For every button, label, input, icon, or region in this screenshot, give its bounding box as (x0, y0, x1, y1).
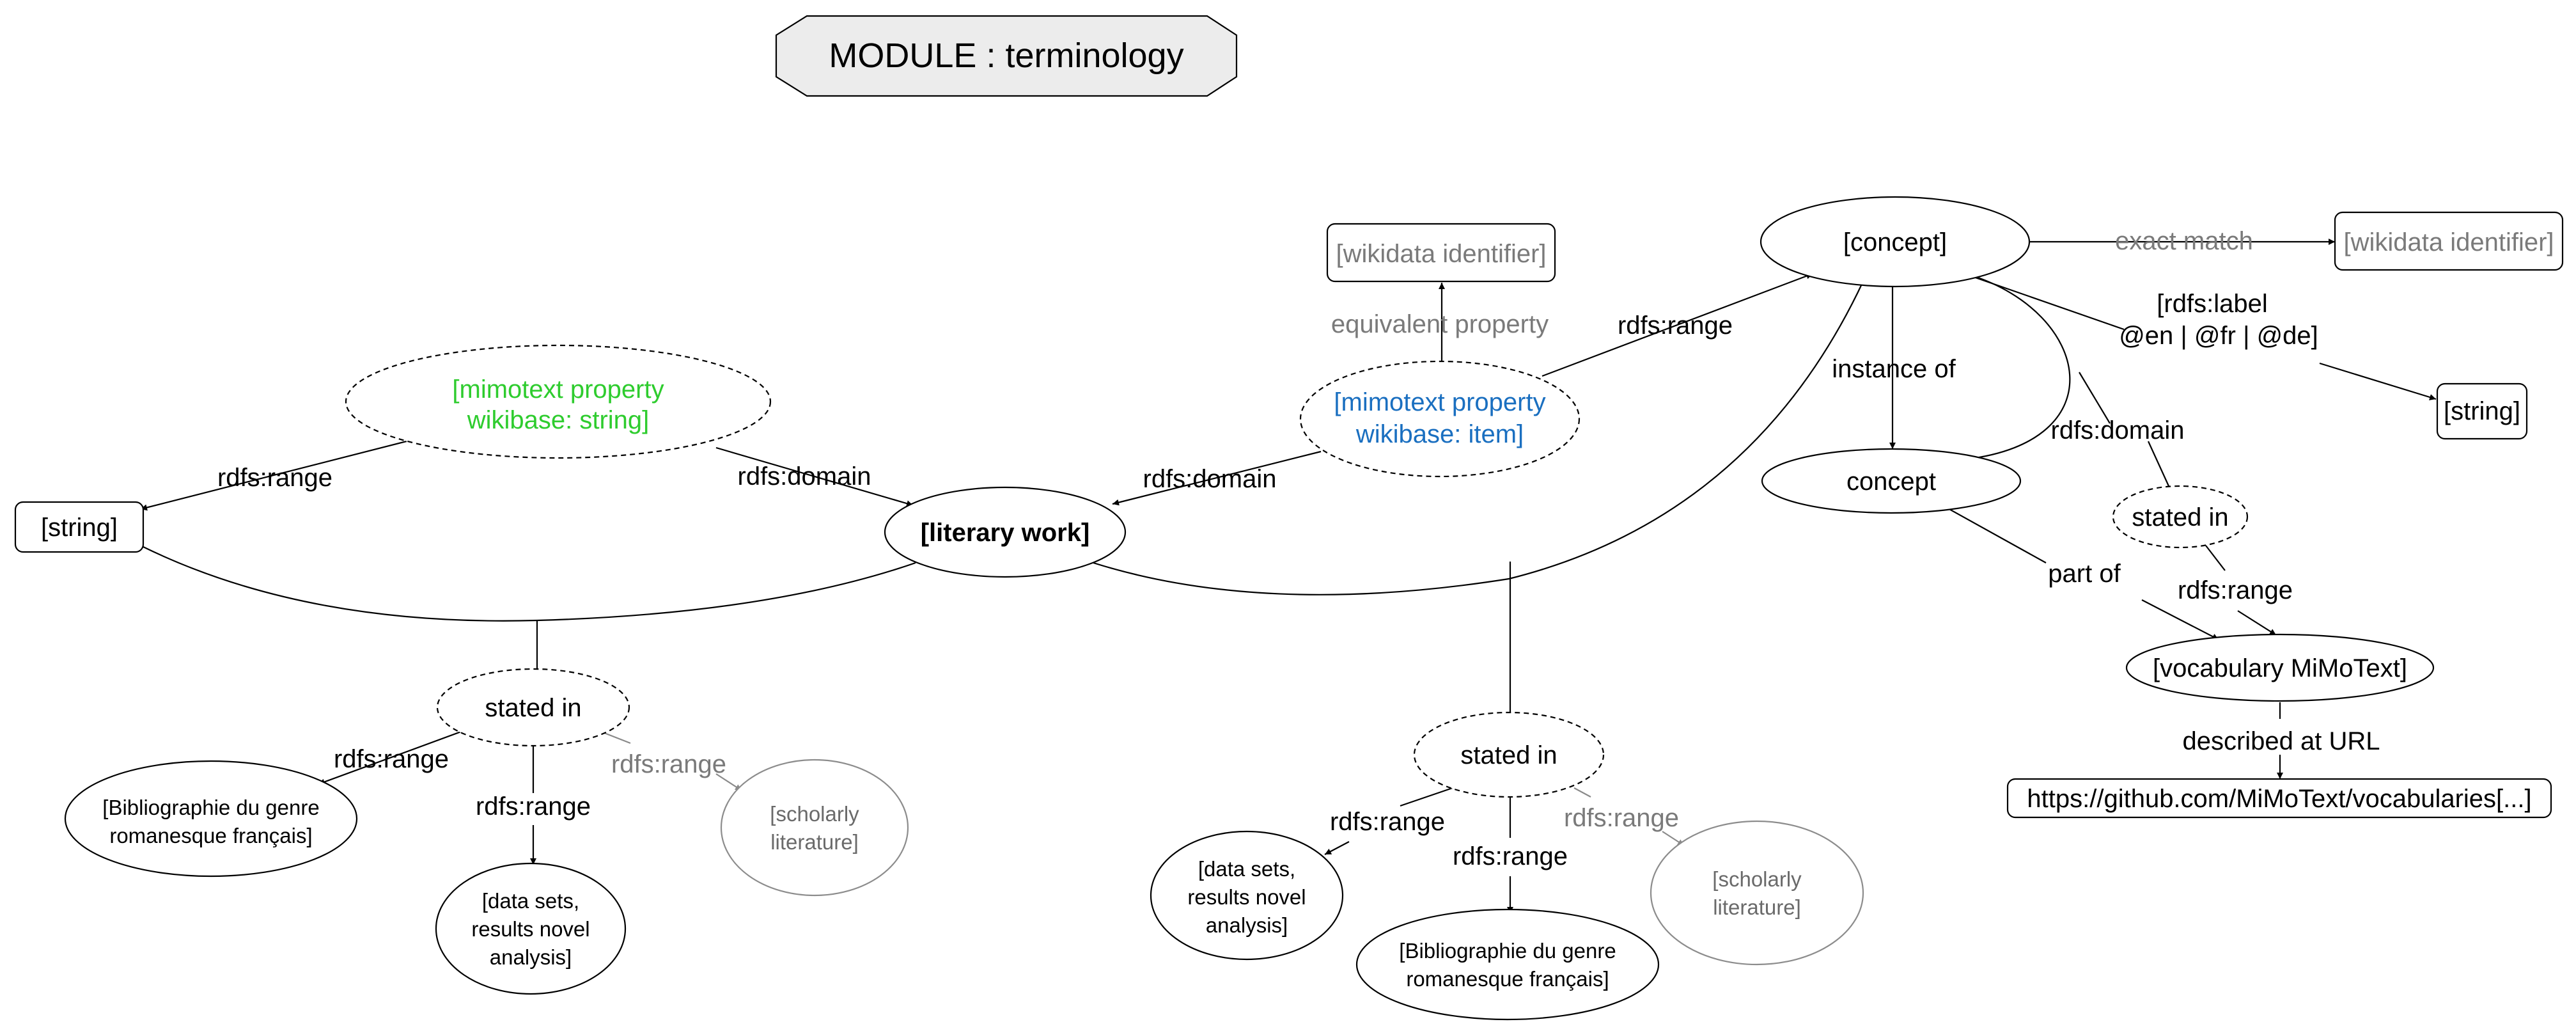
label-mid-range-datasets: rdfs:range (1330, 808, 1445, 836)
scholarly-mid-line2: literature] (1713, 895, 1801, 919)
node-scholarly-literature-left[interactable]: [scholarly literature] (720, 759, 909, 897)
edge-statement-left-curve (143, 546, 916, 622)
label-instance-of: instance of (1832, 355, 1956, 383)
datasets-mid-line1: [data sets, (1198, 857, 1295, 881)
node-datasets-left[interactable]: [data sets, results novel analysis] (435, 862, 627, 995)
concept-main-label: [concept] (1843, 228, 1947, 256)
node-string-right[interactable]: [string] (2436, 382, 2528, 440)
node-stated-in-right[interactable]: stated in (2112, 485, 2249, 549)
concept-label: concept (1846, 468, 1936, 496)
module-title: MODULE : terminology (829, 36, 1183, 75)
node-literary-work[interactable]: [literary work] (884, 486, 1127, 578)
edge-mid-range-datasets-2 (1324, 841, 1350, 855)
datasets-left-line2: results novel (471, 917, 589, 941)
label-described-at-url: described at URL (2182, 727, 2380, 755)
prop-string-line1: [mimotext property (452, 375, 664, 404)
label-mid-range-scholarly: rdfs:range (1564, 804, 1679, 832)
stated-in-left-label: stated in (485, 694, 581, 722)
vocabulary-label: [vocabulary MiMoText] (2153, 654, 2407, 682)
node-concept[interactable]: concept (1761, 448, 2022, 514)
node-wikidata-identifier-top[interactable]: [wikidata identifier] (1326, 223, 1556, 283)
label-rdfs-label-line2: @en | @fr | @de] (2119, 322, 2318, 350)
node-stated-in-mid[interactable]: stated in (1413, 711, 1605, 798)
node-stated-in-left[interactable]: stated in (436, 668, 630, 747)
node-string-left[interactable]: [string] (14, 501, 144, 553)
label-equivalent-property: equivalent property (1331, 310, 1549, 338)
biblio-left-line2: romanesque français] (109, 824, 312, 847)
edge-left-range-scholarly-2 (715, 773, 742, 791)
stated-in-mid-label: stated in (1460, 741, 1557, 769)
edge-rdfs-domain-curve (1965, 274, 2071, 460)
edge-prop-string-to-string (140, 440, 407, 511)
node-bibliographie-left[interactable]: [Bibliographie du genre romanesque franç… (64, 760, 358, 878)
prop-string-line2: wikibase: string] (467, 406, 650, 434)
label-rdfs-domain-string: rdfs:domain (738, 462, 871, 491)
node-datasets-mid[interactable]: [data sets, results novel analysis] (1150, 830, 1344, 961)
scholarly-left-line1: [scholarly (770, 802, 859, 826)
wikidata-top-label: [wikidata identifier] (1336, 240, 1546, 268)
edge-prop-item-to-concept (1542, 272, 1813, 377)
stated-in-right-label: stated in (2132, 503, 2228, 531)
biblio-mid-line1: [Bibliographie du genre (1399, 939, 1616, 963)
edge-prop-item-to-literary-work (1112, 450, 1322, 506)
edge-concept-part-of-2 (2141, 599, 2219, 640)
edge-mid-range-scholarly (1573, 787, 1591, 798)
string-right-label: [string] (2444, 397, 2520, 425)
literary-work-label: [literary work] (921, 519, 1090, 547)
scholarly-mid-line1: [scholarly (1712, 867, 1802, 891)
edge-statement-mid-curve (1093, 281, 1864, 595)
edge-stated-in-to-vocabulary-2 (2237, 610, 2277, 636)
label-exact-match: exact match (2115, 227, 2253, 255)
biblio-left-line1: [Bibliographie du genre (102, 796, 319, 819)
label-mid-range-biblio: rdfs:range (1453, 842, 1568, 870)
scholarly-left-line2: literature] (770, 830, 859, 854)
node-scholarly-literature-mid[interactable]: [scholarly literature] (1650, 820, 1864, 966)
url-label[interactable]: https://github.com/MiMoText/vocabularies… (2027, 785, 2531, 813)
datasets-mid-line2: results novel (1187, 885, 1306, 909)
wikidata-right-label: [wikidata identifier] (2343, 228, 2554, 256)
edge-prop-string-to-literary-work (715, 446, 914, 507)
edge-concept-part-of (1946, 507, 2047, 563)
node-mimotext-property-item[interactable]: [mimotext property wikibase: item] (1299, 360, 1581, 478)
datasets-left-line3: analysis] (490, 945, 572, 969)
edge-stated-in-to-vocabulary (2205, 545, 2226, 571)
label-left-range-datasets: rdfs:range (476, 792, 591, 821)
node-concept-main[interactable]: [concept] (1760, 196, 2031, 288)
datasets-mid-line3: analysis] (1206, 913, 1288, 937)
biblio-mid-line2: romanesque français] (1406, 967, 1609, 991)
label-rdfs-range-string: rdfs:range (217, 464, 332, 492)
edge-domain-to-stated-in (2079, 372, 2111, 424)
edge-domain-to-stated-in-2 (2147, 441, 2170, 487)
node-bibliographie-mid[interactable]: [Bibliographie du genre romanesque franç… (1355, 908, 1660, 1021)
node-wikidata-identifier-right[interactable]: [wikidata identifier] (2334, 211, 2564, 271)
edge-left-range-scholarly (600, 730, 631, 744)
label-rdfs-domain-item: rdfs:domain (1143, 465, 1277, 493)
label-rdfs-range-right: rdfs:range (2178, 576, 2293, 604)
node-vocabulary-url[interactable]: https://github.com/MiMoText/vocabularies… (2006, 778, 2552, 819)
datasets-left-line1: [data sets, (482, 889, 579, 913)
label-rdfs-label-line1: [rdfs:label (2157, 290, 2267, 318)
string-left-label: [string] (41, 514, 118, 542)
label-rdfs-domain-right: rdfs:domain (2051, 416, 2185, 445)
node-vocabulary-mimotext[interactable]: [vocabulary MiMoText] (2125, 633, 2435, 702)
prop-item-line1: [mimotext property (1334, 388, 1545, 416)
node-mimotext-property-string[interactable]: [mimotext property wikibase: string] (345, 344, 772, 459)
prop-item-line2: wikibase: item] (1355, 420, 1524, 448)
edge-mid-range-datasets (1400, 787, 1453, 807)
module-title-box: MODULE : terminology (775, 15, 1238, 97)
edge-left-range-biblio (318, 728, 469, 785)
label-rdfs-range-item: rdfs:range (1618, 311, 1733, 340)
label-left-range-scholarly: rdfs:range (611, 750, 726, 778)
label-part-of: part of (2048, 560, 2121, 588)
label-left-range-biblio: rdfs:range (334, 745, 449, 773)
edge-label-to-string-right (2319, 362, 2437, 400)
